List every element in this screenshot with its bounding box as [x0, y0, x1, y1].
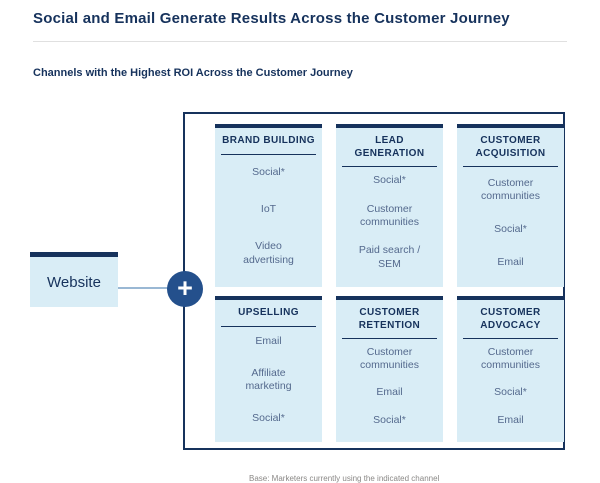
channel-item: Email	[497, 413, 524, 426]
website-label: Website	[47, 273, 101, 291]
channel-item: Customer communities	[360, 345, 419, 372]
channel-item: Email	[376, 386, 403, 399]
channel-box-upselling: UPSELLING Email Affiliate marketing Soci…	[215, 296, 322, 442]
channel-item: Customer communities	[481, 345, 540, 372]
box-items: Customer communities Social* Email	[463, 339, 558, 434]
channel-box-lead-generation: LEAD GENERATION Social* Customer communi…	[336, 124, 443, 287]
box-header-brand-building: BRAND BUILDING	[221, 135, 316, 155]
channel-box-customer-retention: CUSTOMER RETENTION Customer communities …	[336, 296, 443, 442]
channel-item: Social*	[252, 166, 285, 179]
channel-item: IoT	[260, 203, 277, 216]
box-header-customer-advocacy: CUSTOMER ADVOCACY	[463, 307, 558, 339]
channel-item: Social*	[373, 413, 406, 426]
channel-item: Paid search / SEM	[358, 244, 421, 271]
plus-glyph: +	[177, 272, 193, 303]
channel-item: Email	[255, 335, 282, 348]
box-header-customer-retention: CUSTOMER RETENTION	[342, 307, 437, 339]
box-header-customer-acquisition: CUSTOMER ACQUISITION	[463, 135, 558, 167]
channel-item: Customer communities	[360, 202, 419, 229]
base-footnote: Base: Marketers currently using the indi…	[249, 474, 440, 483]
channel-box-brand-building: BRAND BUILDING Social* IoT Video adverti…	[215, 124, 322, 287]
channel-item: Social*	[494, 222, 527, 235]
channel-item: Video advertising	[243, 240, 294, 266]
channel-item: Social*	[494, 386, 527, 399]
website-connector-line	[118, 287, 172, 289]
box-items: Social* Customer communities Paid search…	[342, 167, 437, 279]
page-title: Social and Email Generate Results Across…	[33, 10, 510, 27]
box-items: Customer communities Social* Email	[463, 167, 558, 279]
channel-box-customer-acquisition: CUSTOMER ACQUISITION Customer communitie…	[457, 124, 564, 287]
channel-item: Social*	[252, 411, 285, 424]
box-header-lead-generation: LEAD GENERATION	[342, 135, 437, 167]
box-items: Email Affiliate marketing Social*	[221, 327, 316, 435]
channel-item: Affiliate marketing	[245, 366, 292, 393]
channel-item: Customer communities	[481, 176, 540, 203]
website-node: Website	[30, 252, 118, 307]
box-items: Social* IoT Video advertising	[221, 155, 316, 280]
box-header-upselling: UPSELLING	[221, 307, 316, 327]
box-items: Customer communities Email Social*	[342, 339, 437, 434]
channel-item: Social*	[373, 174, 406, 187]
title-divider	[33, 41, 567, 42]
channel-item: Email	[497, 255, 524, 268]
chart-subtitle: Channels with the Highest ROI Across the…	[33, 67, 353, 79]
channel-box-customer-advocacy: CUSTOMER ADVOCACY Customer communities S…	[457, 296, 564, 442]
plus-icon: +	[167, 271, 203, 307]
